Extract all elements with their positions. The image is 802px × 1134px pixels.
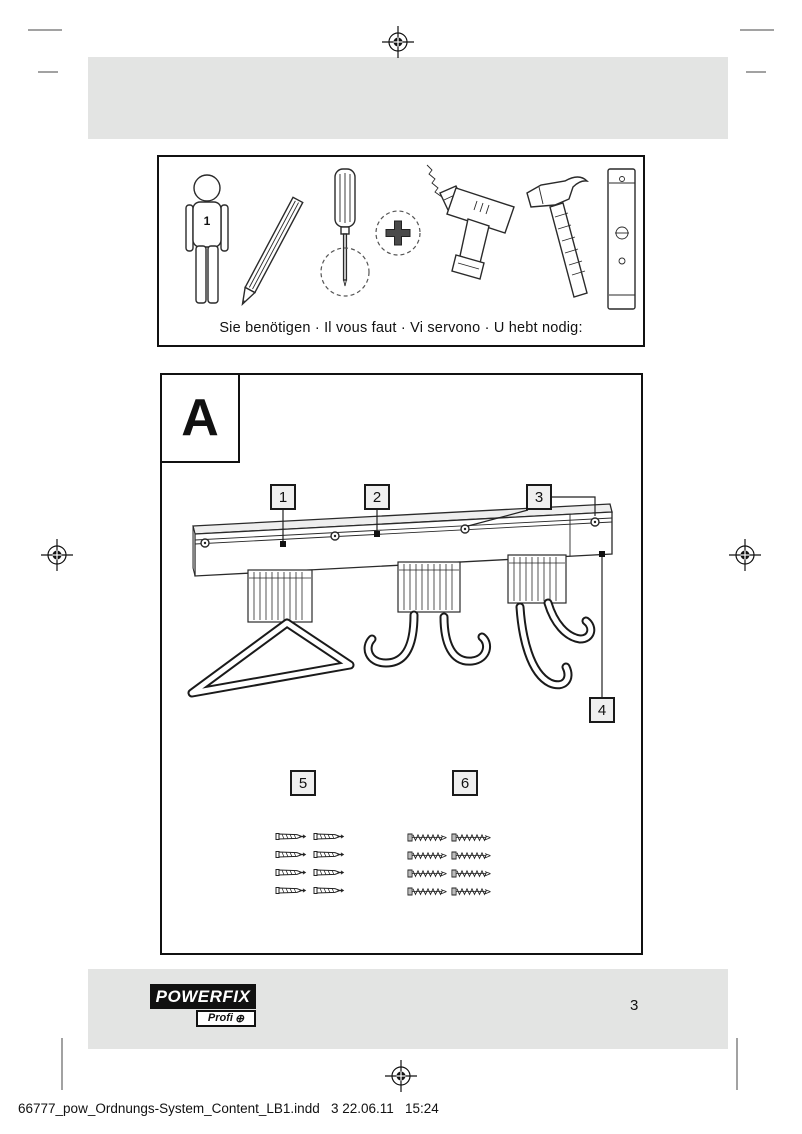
figure-a-illustration [187, 496, 613, 896]
callout-3: 3 [526, 484, 552, 510]
powerfix-logo-text: POWERFIX [150, 984, 256, 1009]
person-number-label: 1 [204, 214, 211, 228]
top-margin-bar [88, 57, 728, 139]
pencil-icon [241, 196, 304, 307]
tools-illustration: 1 [185, 164, 636, 310]
imprint-text: 66777_pow_Ordnungs-System_Content_LB1.in… [18, 1101, 439, 1116]
callout-lines [280, 496, 605, 697]
drill-icon [426, 164, 515, 280]
phillips-bit-icon [385, 220, 411, 246]
profi-cross-icon: ⊕ [234, 1013, 245, 1025]
required-tools-panel: 1 [157, 155, 645, 347]
callout-5: 5 [290, 770, 316, 796]
registration-mark-bottom [385, 1060, 417, 1092]
person-icon: 1 [185, 174, 229, 304]
tools-caption: Sie benötigen · Il vous faut · Vi servon… [219, 320, 583, 336]
profi-badge-text: Profi [207, 1012, 233, 1024]
registration-mark-right [729, 539, 761, 571]
callout-6: 6 [452, 770, 478, 796]
screwdriver-icon [320, 168, 421, 297]
profi-badge: Profi ⊕ [196, 1010, 256, 1027]
callout-2: 2 [364, 484, 390, 510]
registration-mark-top [382, 26, 414, 58]
spirit-level-icon [607, 168, 636, 310]
figure-a-label: A [160, 373, 240, 463]
figure-a-panel: A 1 2 3 4 5 6 [160, 373, 643, 955]
rail-illustration [192, 503, 613, 623]
wall-plugs-illustration [275, 833, 344, 894]
bit-detail-circle [375, 210, 421, 256]
hook-module [247, 554, 567, 623]
rail-screw-icon [200, 517, 600, 548]
screws-illustration [407, 833, 491, 896]
hooks-illustration [187, 598, 596, 698]
hammer-icon [526, 176, 589, 298]
bottom-margin-bar [88, 969, 728, 1049]
powerfix-logo: POWERFIX Profi ⊕ [150, 984, 256, 1027]
callout-1: 1 [270, 484, 296, 510]
page-number: 3 [630, 997, 639, 1014]
callout-4: 4 [589, 697, 615, 723]
registration-mark-left [41, 539, 73, 571]
